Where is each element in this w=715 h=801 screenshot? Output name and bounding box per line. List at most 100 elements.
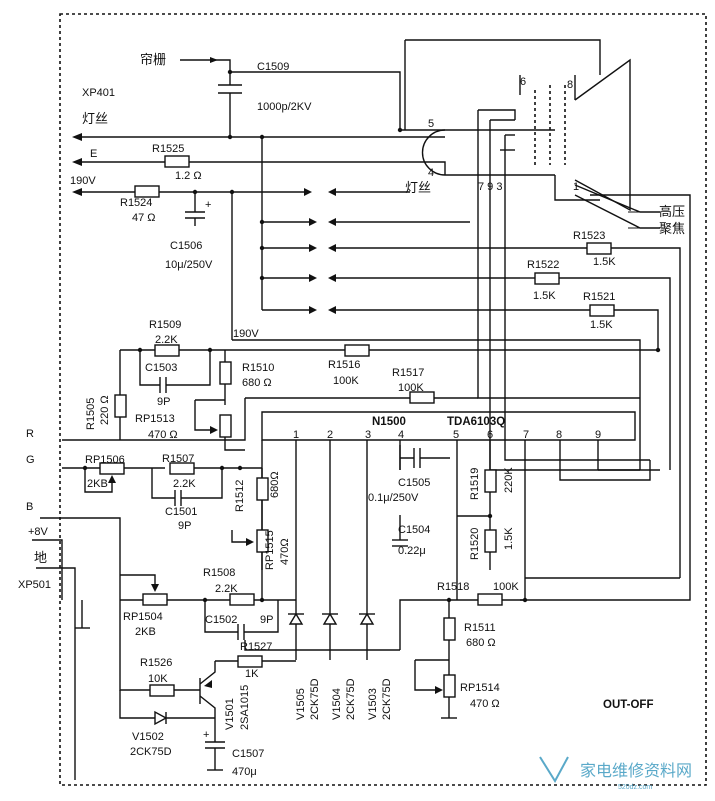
v1504-value: 2CK75D [345,678,357,720]
out-off-label: OUT-OFF [603,699,653,711]
ic-pin-labels: 1 2 3 4 5 6 7 8 9 [293,429,601,441]
ic-pin-8: 8 [556,429,562,441]
r1522-value: 1.5K [533,290,556,302]
r1524-value: 47 Ω [132,212,156,224]
r1517-value: 100K [398,382,424,394]
filament-label: 灯丝 [82,111,108,126]
c1505-value: 0.1μ/250V [368,492,419,504]
r1510-name: R1510 [242,362,274,374]
v190b-label: 190V [233,328,259,340]
ic-pin-2: 2 [327,429,333,441]
input-r-label: R [26,428,34,440]
diodes-clamp [244,599,457,660]
c1501-name: C1501 [165,506,197,518]
r1509-name: R1509 [149,319,181,331]
v1501-name: V1501 [224,698,236,730]
c1502-name: C1502 [205,614,237,626]
c1503-name: C1503 [145,362,177,374]
r1509-value: 2.2K [155,334,178,346]
ic-pin-6: 6 [487,429,493,441]
v1503-name: V1503 [367,688,379,720]
r1521-value: 1.5K [590,319,613,331]
grid-label: 帘栅 [140,52,166,67]
r1518-name: R1518 [437,581,469,593]
rp1506-value: 2KB [87,478,108,490]
c1507-value: 470μ [232,766,257,778]
high-voltage-label: 高压 [659,204,685,219]
r1516-value: 100K [333,375,359,387]
r1508-value: 2.2K [215,583,238,595]
r1510-value: 680 Ω [242,377,272,389]
c1507-plus: + [203,729,209,741]
ground-label: 地 [34,550,47,565]
rp1514-value: 470 Ω [470,698,500,710]
ic-pin-9: 9 [595,429,601,441]
ic-pin-3: 3 [365,429,371,441]
watermark: 家电维修资料网 520dz.com [539,756,692,791]
r1507-name: R1507 [162,453,194,465]
c1504-name: C1504 [398,524,430,536]
filament-label-2: 灯丝 [405,180,431,195]
crt-pin-8: 8 [567,79,573,91]
r1524-name: R1524 [120,197,152,209]
rp1513-value: 470 Ω [148,429,178,441]
c1503-value: 9P [157,396,170,408]
board-outline [59,13,707,786]
v1501-value: 2SA1015 [239,685,251,730]
input-g-label: G [26,454,35,466]
rp1506-name: RP1506 [85,454,125,466]
ic-pin-4: 4 [398,429,404,441]
rp1515-value: 470Ω [279,538,291,565]
r1511-value: 680 Ω [466,637,496,649]
c1504-value: 0.22μ [398,545,426,557]
c1509-value: 1000p/2KV [257,101,312,113]
v1505-value: 2CK75D [309,678,321,720]
rp1515-name: RP1515 [264,530,276,570]
ic-pin-7: 7 [523,429,529,441]
r1519-name: R1519 [469,468,481,500]
input-b-label: B [26,501,33,513]
r1527-name: R1527 [240,641,272,653]
c1506-value: 10μ/250V [165,259,213,271]
xp501-label: XP501 [18,579,51,591]
v1504-name: V1504 [331,688,343,720]
r1521-name: R1521 [583,291,615,303]
c1506-name: C1506 [170,240,202,252]
r1520-value: 1.5K [503,527,515,550]
bus-arrows [259,188,560,314]
r1505-value: 220 Ω [99,395,111,425]
xp401-label: XP401 [82,87,115,99]
v190-label: 190V [70,175,96,187]
c1509-name: C1509 [257,61,289,73]
ic-n1500 [261,411,636,441]
r1522-name: R1522 [527,259,559,271]
r1518-value: 100K [493,581,519,593]
c1502-value: 9P [260,614,273,626]
r1519-value: 220K [503,467,515,493]
crt-tube [404,39,631,212]
v1503-value: 2CK75D [381,678,393,720]
c1507-name: C1507 [232,748,264,760]
r1511-name: R1511 [464,622,496,634]
rp1513-name: RP1513 [135,413,175,425]
plus8v-label: +8V [28,526,49,538]
crt-pin-4: 4 [428,167,434,179]
watermark-text: 家电维修资料网 [580,762,692,780]
ic-pin-5: 5 [453,429,459,441]
rp1514-name: RP1514 [460,682,500,694]
r1523-value: 1.5K [593,256,616,268]
v1502-value: 2CK75D [130,746,172,758]
ic-pin-1: 1 [293,429,299,441]
r1512-value: 680Ω [269,471,281,498]
c1505-name: C1505 [398,477,430,489]
ic-name: N1500 [372,416,406,428]
v1505-name: V1505 [295,688,307,720]
crt-pin-6: 6 [520,76,526,88]
crt-pin-5: 5 [428,118,434,130]
r1526-value: 10K [148,673,168,685]
r1505-name: R1505 [85,398,97,430]
r1525-value: 1.2 Ω [175,170,202,182]
ic-part: TDA6103Q [447,416,505,428]
